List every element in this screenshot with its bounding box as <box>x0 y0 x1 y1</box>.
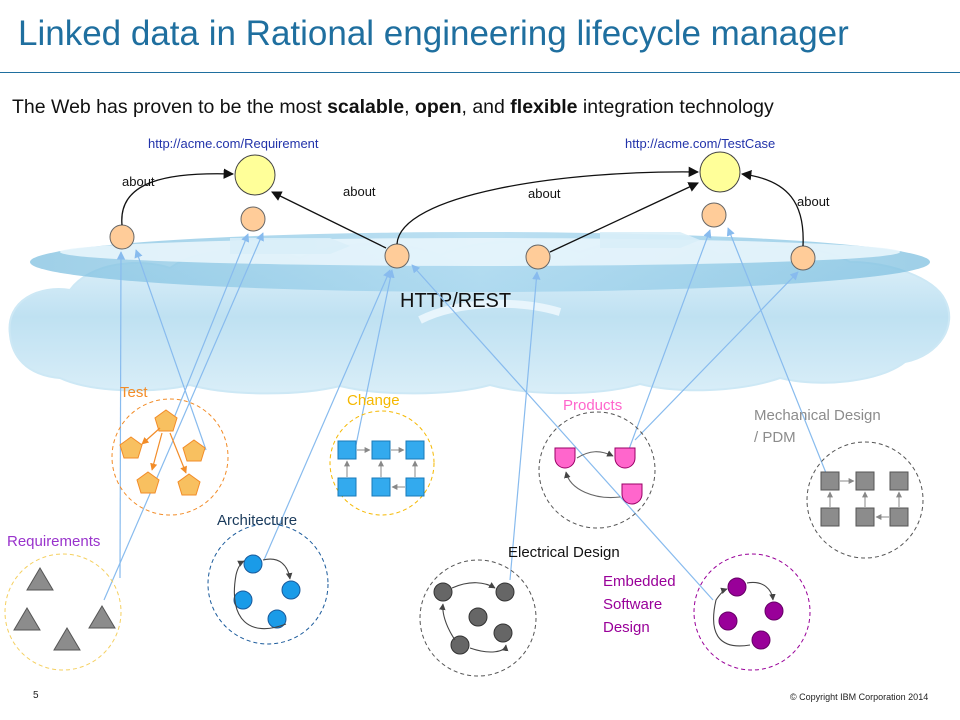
architecture-node-1 <box>243 554 263 574</box>
link-node-test-2[interactable] <box>790 245 816 271</box>
test-node-3 <box>182 439 206 462</box>
about-label-1: about <box>122 174 155 189</box>
change-node-5 <box>371 477 391 497</box>
change-node-1 <box>337 440 357 460</box>
products-node-1 <box>554 447 576 469</box>
link-node-req-2[interactable] <box>240 206 266 232</box>
embedded-node-4 <box>751 630 771 650</box>
mechanical-domain-label-line2: / PDM <box>754 429 796 446</box>
embedded-node-3 <box>718 611 738 631</box>
mechanical-node-2 <box>855 471 875 491</box>
page-number: 5 <box>33 690 39 701</box>
architecture-domain-label: Architecture <box>217 512 297 529</box>
products-node-2 <box>614 447 636 469</box>
architecture-node-4 <box>267 609 287 629</box>
electrical-node-1 <box>433 582 453 602</box>
embedded-domain-label-line3: Design <box>603 619 650 636</box>
mechanical-node-6 <box>889 507 909 527</box>
requirements-domain-label: Requirements <box>7 533 100 550</box>
test-node-5 <box>177 473 201 496</box>
requirements-domain[interactable] <box>4 553 122 671</box>
subtitle: The Web has proven to be the most scalab… <box>12 96 774 119</box>
electrical-node-4 <box>493 623 513 643</box>
test-node-1 <box>119 436 143 459</box>
embedded-node-1 <box>727 577 747 597</box>
test-node-2 <box>154 409 178 432</box>
mechanical-node-3 <box>889 471 909 491</box>
domain-links <box>103 227 829 601</box>
link-node-req-1[interactable] <box>109 224 135 250</box>
architecture-domain[interactable] <box>207 523 329 645</box>
embedded-domain-label-line1: Embedded <box>603 573 676 590</box>
about-label-3: about <box>528 186 561 201</box>
electrical-node-5 <box>450 635 470 655</box>
embedded-domain[interactable] <box>693 553 811 671</box>
link-node-test-1[interactable] <box>701 202 727 228</box>
subtitle-text-2: , <box>404 96 415 118</box>
link-node-change[interactable] <box>384 243 410 269</box>
change-node-3 <box>405 440 425 460</box>
requirements-node-3 <box>88 605 116 629</box>
products-domain-label: Products <box>563 397 622 414</box>
testcase-uri[interactable]: http://acme.com/TestCase <box>625 136 775 151</box>
change-node-6 <box>405 477 425 497</box>
embedded-domain-label-line2: Software <box>603 596 662 613</box>
requirements-node-4 <box>53 627 81 651</box>
subtitle-text-3: , and <box>461 96 511 118</box>
mechanical-node-1 <box>820 471 840 491</box>
about-label-4: about <box>797 194 830 209</box>
about-label-2: about <box>343 184 376 199</box>
subtitle-bold-flexible: flexible <box>510 96 578 118</box>
protocol-label: HTTP/REST <box>400 290 511 312</box>
architecture-node-3 <box>233 590 253 610</box>
electrical-domain[interactable] <box>419 559 537 677</box>
requirement-resource-node[interactable] <box>234 154 276 196</box>
testcase-resource-node[interactable] <box>699 151 741 193</box>
change-node-2 <box>371 440 391 460</box>
subtitle-text-4: integration technology <box>577 96 774 118</box>
title-divider <box>0 72 960 73</box>
products-node-3 <box>621 483 643 505</box>
copyright-notice: © Copyright IBM Corporation 2014 <box>790 692 929 702</box>
architecture-node-2 <box>281 580 301 600</box>
mechanical-node-4 <box>820 507 840 527</box>
embedded-node-2 <box>764 601 784 621</box>
web-cloud <box>8 232 951 395</box>
test-domain[interactable] <box>111 398 229 516</box>
requirements-node-1 <box>26 567 54 591</box>
requirement-uri[interactable]: http://acme.com/Requirement <box>148 136 319 151</box>
slide-title: Linked data in Rational engineering life… <box>18 14 849 53</box>
about-links <box>121 166 804 253</box>
requirements-node-2 <box>13 607 41 631</box>
test-node-4 <box>136 471 160 494</box>
mechanical-domain[interactable] <box>806 441 924 559</box>
link-node-electrical[interactable] <box>525 244 551 270</box>
subtitle-text-1: The Web has proven to be the most <box>12 96 328 118</box>
change-domain-label: Change <box>347 392 400 409</box>
electrical-node-2 <box>495 582 515 602</box>
subtitle-bold-scalable: scalable <box>327 96 405 118</box>
test-domain-label: Test <box>120 384 148 401</box>
products-domain[interactable] <box>538 411 656 529</box>
electrical-node-3 <box>468 607 488 627</box>
mechanical-domain-label-line1: Mechanical Design <box>754 407 881 424</box>
subtitle-bold-open: open <box>414 96 462 118</box>
electrical-domain-label: Electrical Design <box>508 544 620 561</box>
change-node-4 <box>337 477 357 497</box>
mechanical-node-5 <box>855 507 875 527</box>
change-domain[interactable] <box>329 410 435 516</box>
